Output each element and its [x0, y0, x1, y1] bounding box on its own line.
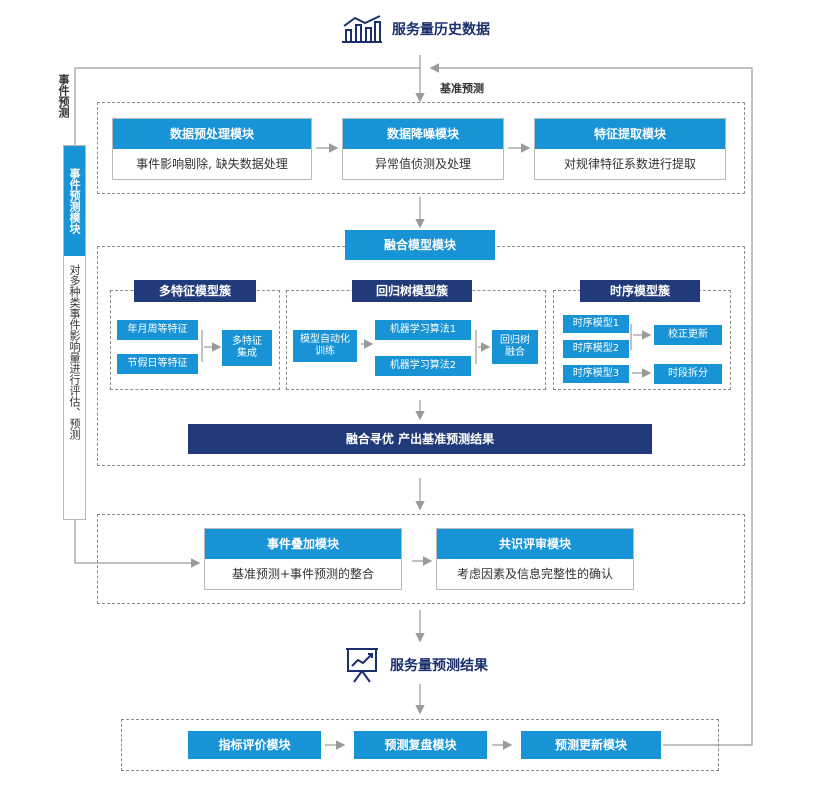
result-header: 服务量预测结果 [344, 645, 544, 685]
tree-algo-1: 机器学习算法1 [375, 320, 471, 340]
tree-input: 模型自动化 训练 [293, 330, 357, 362]
history-header: 服务量历史数据 [340, 12, 540, 46]
preprocess-module-1-title: 数据预处理模块 [113, 119, 311, 149]
event-loop-top-line [74, 67, 420, 145]
event-prediction-label: 事件预测 [57, 74, 70, 118]
event-overlay-module: 事件叠加模块 基准预测+事件预测的整合 [204, 528, 402, 590]
fusion-optimize-bar: 融合寻优 产出基准预测结果 [188, 424, 652, 454]
baseline-label: 基准预测 [440, 82, 484, 95]
feature-module-title: 特征提取模块 [535, 119, 725, 149]
tree-output: 回归树 融合 [492, 330, 538, 364]
time-model-1: 时序模型1 [563, 315, 629, 333]
multi-feature-2: 节假日等特征 [117, 354, 198, 374]
multi-output: 多特征 集成 [222, 330, 272, 366]
event-loop-to-overlay [74, 520, 201, 568]
event-overlay-desc: 基准预测+事件预测的整合 [231, 567, 375, 581]
tree-algo-2: 机器学习算法2 [375, 356, 471, 376]
update-module: 预测更新模块 [521, 731, 661, 759]
time-cluster-title: 时序模型簇 [580, 280, 700, 302]
review-module: 预测复盘模块 [354, 731, 487, 759]
tree-cluster-title: 回归树模型簇 [352, 280, 472, 302]
consensus-module: 共识评审模块 考虑因素及信息完整性的确认 [436, 528, 634, 590]
preprocess-module-1-desc: 事件影响剔除, 缺失数据处理 [136, 157, 288, 171]
preprocess-section [97, 102, 745, 194]
presentation-chart-icon [344, 646, 380, 684]
multi-feature-1: 年月周等特征 [117, 320, 198, 340]
event-module-description: 对多种类事件影响量进行评估、预测 [68, 264, 81, 440]
feature-module: 特征提取模块 对规律特征系数进行提取 [534, 118, 726, 180]
fusion-title: 融合模型模块 [345, 230, 495, 260]
time-model-2: 时序模型2 [563, 340, 629, 358]
feature-module-desc: 对规律特征系数进行提取 [563, 157, 696, 171]
result-title: 服务量预测结果 [390, 658, 488, 674]
overlay-section [97, 514, 745, 604]
denoise-module-desc: 异常值侦测及处理 [374, 157, 471, 171]
time-model-3: 时序模型3 [563, 365, 629, 383]
bottom-section [121, 719, 719, 771]
denoise-module-title: 数据降噪模块 [343, 119, 503, 149]
time-output-split: 时段拆分 [654, 364, 722, 384]
event-overlay-title: 事件叠加模块 [205, 529, 401, 559]
time-output-correction: 校正更新 [654, 325, 722, 345]
indicator-eval-module: 指标评价模块 [188, 731, 321, 759]
bar-chart-trend-icon [340, 14, 384, 44]
feedback-loop-line [429, 63, 753, 746]
denoise-module: 数据降噪模块 异常值侦测及处理 [342, 118, 504, 180]
consensus-title: 共识评审模块 [437, 529, 633, 559]
event-module-panel: 事件预测模块 对多种类事件影响量进行评估、预测 [63, 145, 86, 520]
preprocess-module-1: 数据预处理模块 事件影响剔除, 缺失数据处理 [112, 118, 312, 180]
consensus-desc: 考虑因素及信息完整性的确认 [456, 567, 613, 581]
event-module-title: 事件预测模块 [64, 146, 85, 256]
history-header-title: 服务量历史数据 [392, 22, 490, 38]
multi-cluster-title: 多特征模型簇 [134, 280, 256, 302]
